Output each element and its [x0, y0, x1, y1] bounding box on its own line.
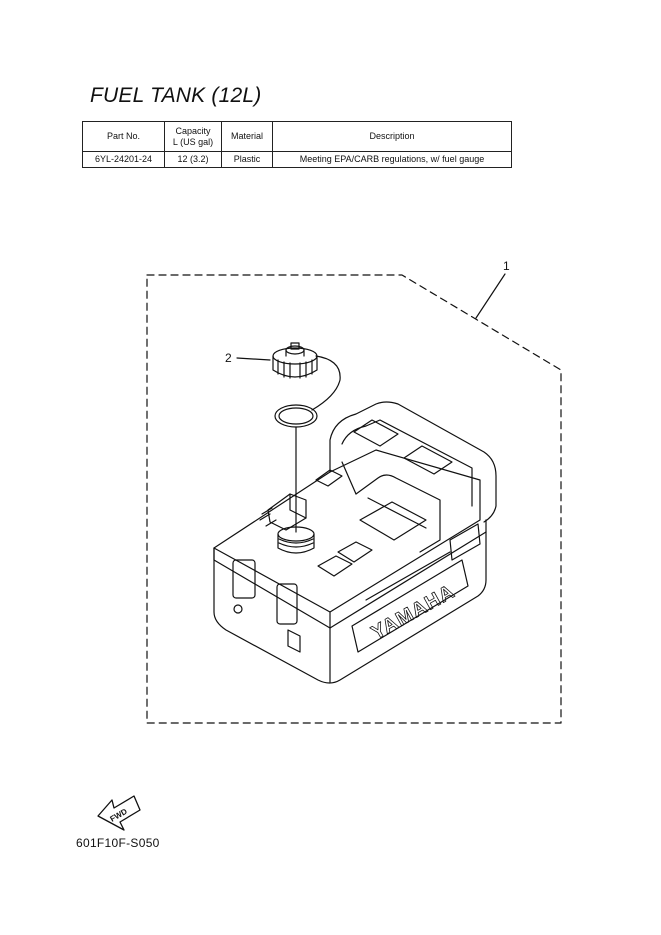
callout-1-label: 1 [503, 259, 510, 273]
col-header-description: Description [272, 121, 512, 152]
o-ring-icon [274, 404, 318, 428]
assembly-boundary [146, 274, 562, 724]
fuel-tank-icon [213, 401, 497, 684]
col-header-capacity-line2: L (US gal) [172, 136, 214, 147]
cell-material: Plastic [221, 151, 273, 168]
spec-table-header: Part No. Capacity L (US gal) Material De… [82, 121, 512, 152]
callout-2-label: 2 [225, 351, 232, 365]
fwd-label: FWD [109, 807, 129, 824]
col-header-material: Material [221, 121, 273, 152]
cell-description: Meeting EPA/CARB regulations, w/ fuel ga… [272, 151, 512, 168]
col-header-capacity-line1: Capacity [175, 125, 211, 136]
page-title: FUEL TANK (12L) [90, 84, 262, 107]
col-header-capacity: Capacity L (US gal) [164, 121, 222, 152]
cell-part-no: 6YL-24201-24 [82, 151, 165, 168]
callout-2-leader [236, 357, 271, 361]
spec-table: Part No. Capacity L (US gal) Material De… [82, 121, 512, 168]
callout-1-leader [475, 273, 506, 319]
fuel-cap-icon [272, 342, 341, 411]
table-row: 6YL-24201-24 12 (3.2) Plastic Meeting EP… [82, 151, 512, 168]
col-header-part-no: Part No. [82, 121, 165, 152]
fwd-arrow-icon: FWD [97, 795, 141, 831]
drawing-code: 601F10F-S050 [76, 836, 160, 850]
